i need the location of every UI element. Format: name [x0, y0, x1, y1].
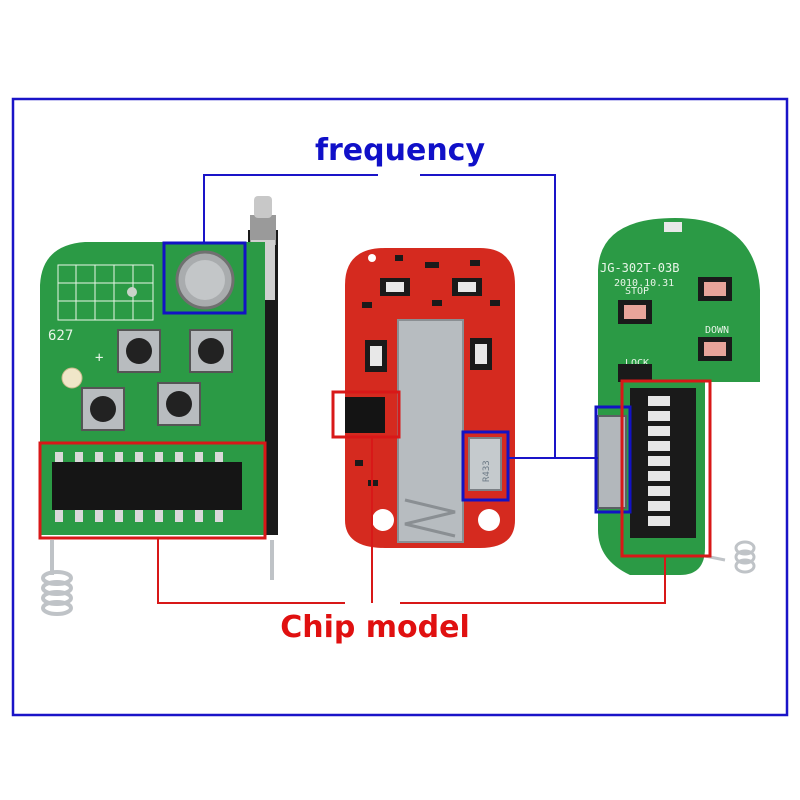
center-encoder-chip	[345, 397, 385, 433]
freq-box-right	[594, 405, 632, 514]
left-silk-627: 627	[48, 328, 73, 344]
center-mount-hole-right	[478, 509, 500, 531]
left-encoder-chip	[52, 452, 242, 522]
center-red-board: R433	[345, 248, 515, 548]
chip-model-label: Chip model	[280, 610, 470, 645]
chip-box-right	[620, 379, 712, 558]
chip-box-center	[331, 390, 401, 439]
freq-box-left	[162, 241, 247, 315]
right-silk-date: 2010.10.31	[614, 278, 674, 289]
chip-model-leader-lines	[157, 438, 666, 604]
frequency-leader-lines	[203, 174, 598, 459]
left-silk-plus: +	[95, 350, 103, 366]
freq-box-center	[461, 430, 510, 502]
right-silk-stop: STOP	[625, 286, 649, 297]
center-saw-resonator	[468, 437, 502, 491]
center-smd-buttons	[365, 278, 492, 372]
center-small-hole	[368, 254, 376, 262]
center-mount-hole-left	[372, 509, 394, 531]
left-spring	[41, 540, 274, 616]
right-silk-lock: LOCK	[625, 358, 649, 369]
right-dip-levers	[648, 396, 670, 526]
right-led-icon	[664, 222, 682, 232]
left-led-icon	[61, 367, 83, 389]
right-smd-buttons	[618, 277, 732, 382]
center-saw-marking: R433	[482, 460, 492, 482]
left-green-board: 627 +	[40, 196, 278, 616]
battery-holder	[397, 319, 464, 543]
left-crystal-top	[185, 260, 225, 300]
right-silk-model: JG-302T-03B	[600, 261, 679, 275]
chip-box-left	[38, 441, 267, 540]
frequency-label: frequency	[315, 133, 486, 168]
right-silk-down: DOWN	[705, 325, 729, 336]
left-jumper-grid	[57, 264, 154, 321]
outer-frame	[11, 97, 789, 717]
left-tact-buttons	[81, 329, 233, 431]
battery-spring	[404, 498, 456, 538]
left-solder-dot	[127, 287, 137, 297]
